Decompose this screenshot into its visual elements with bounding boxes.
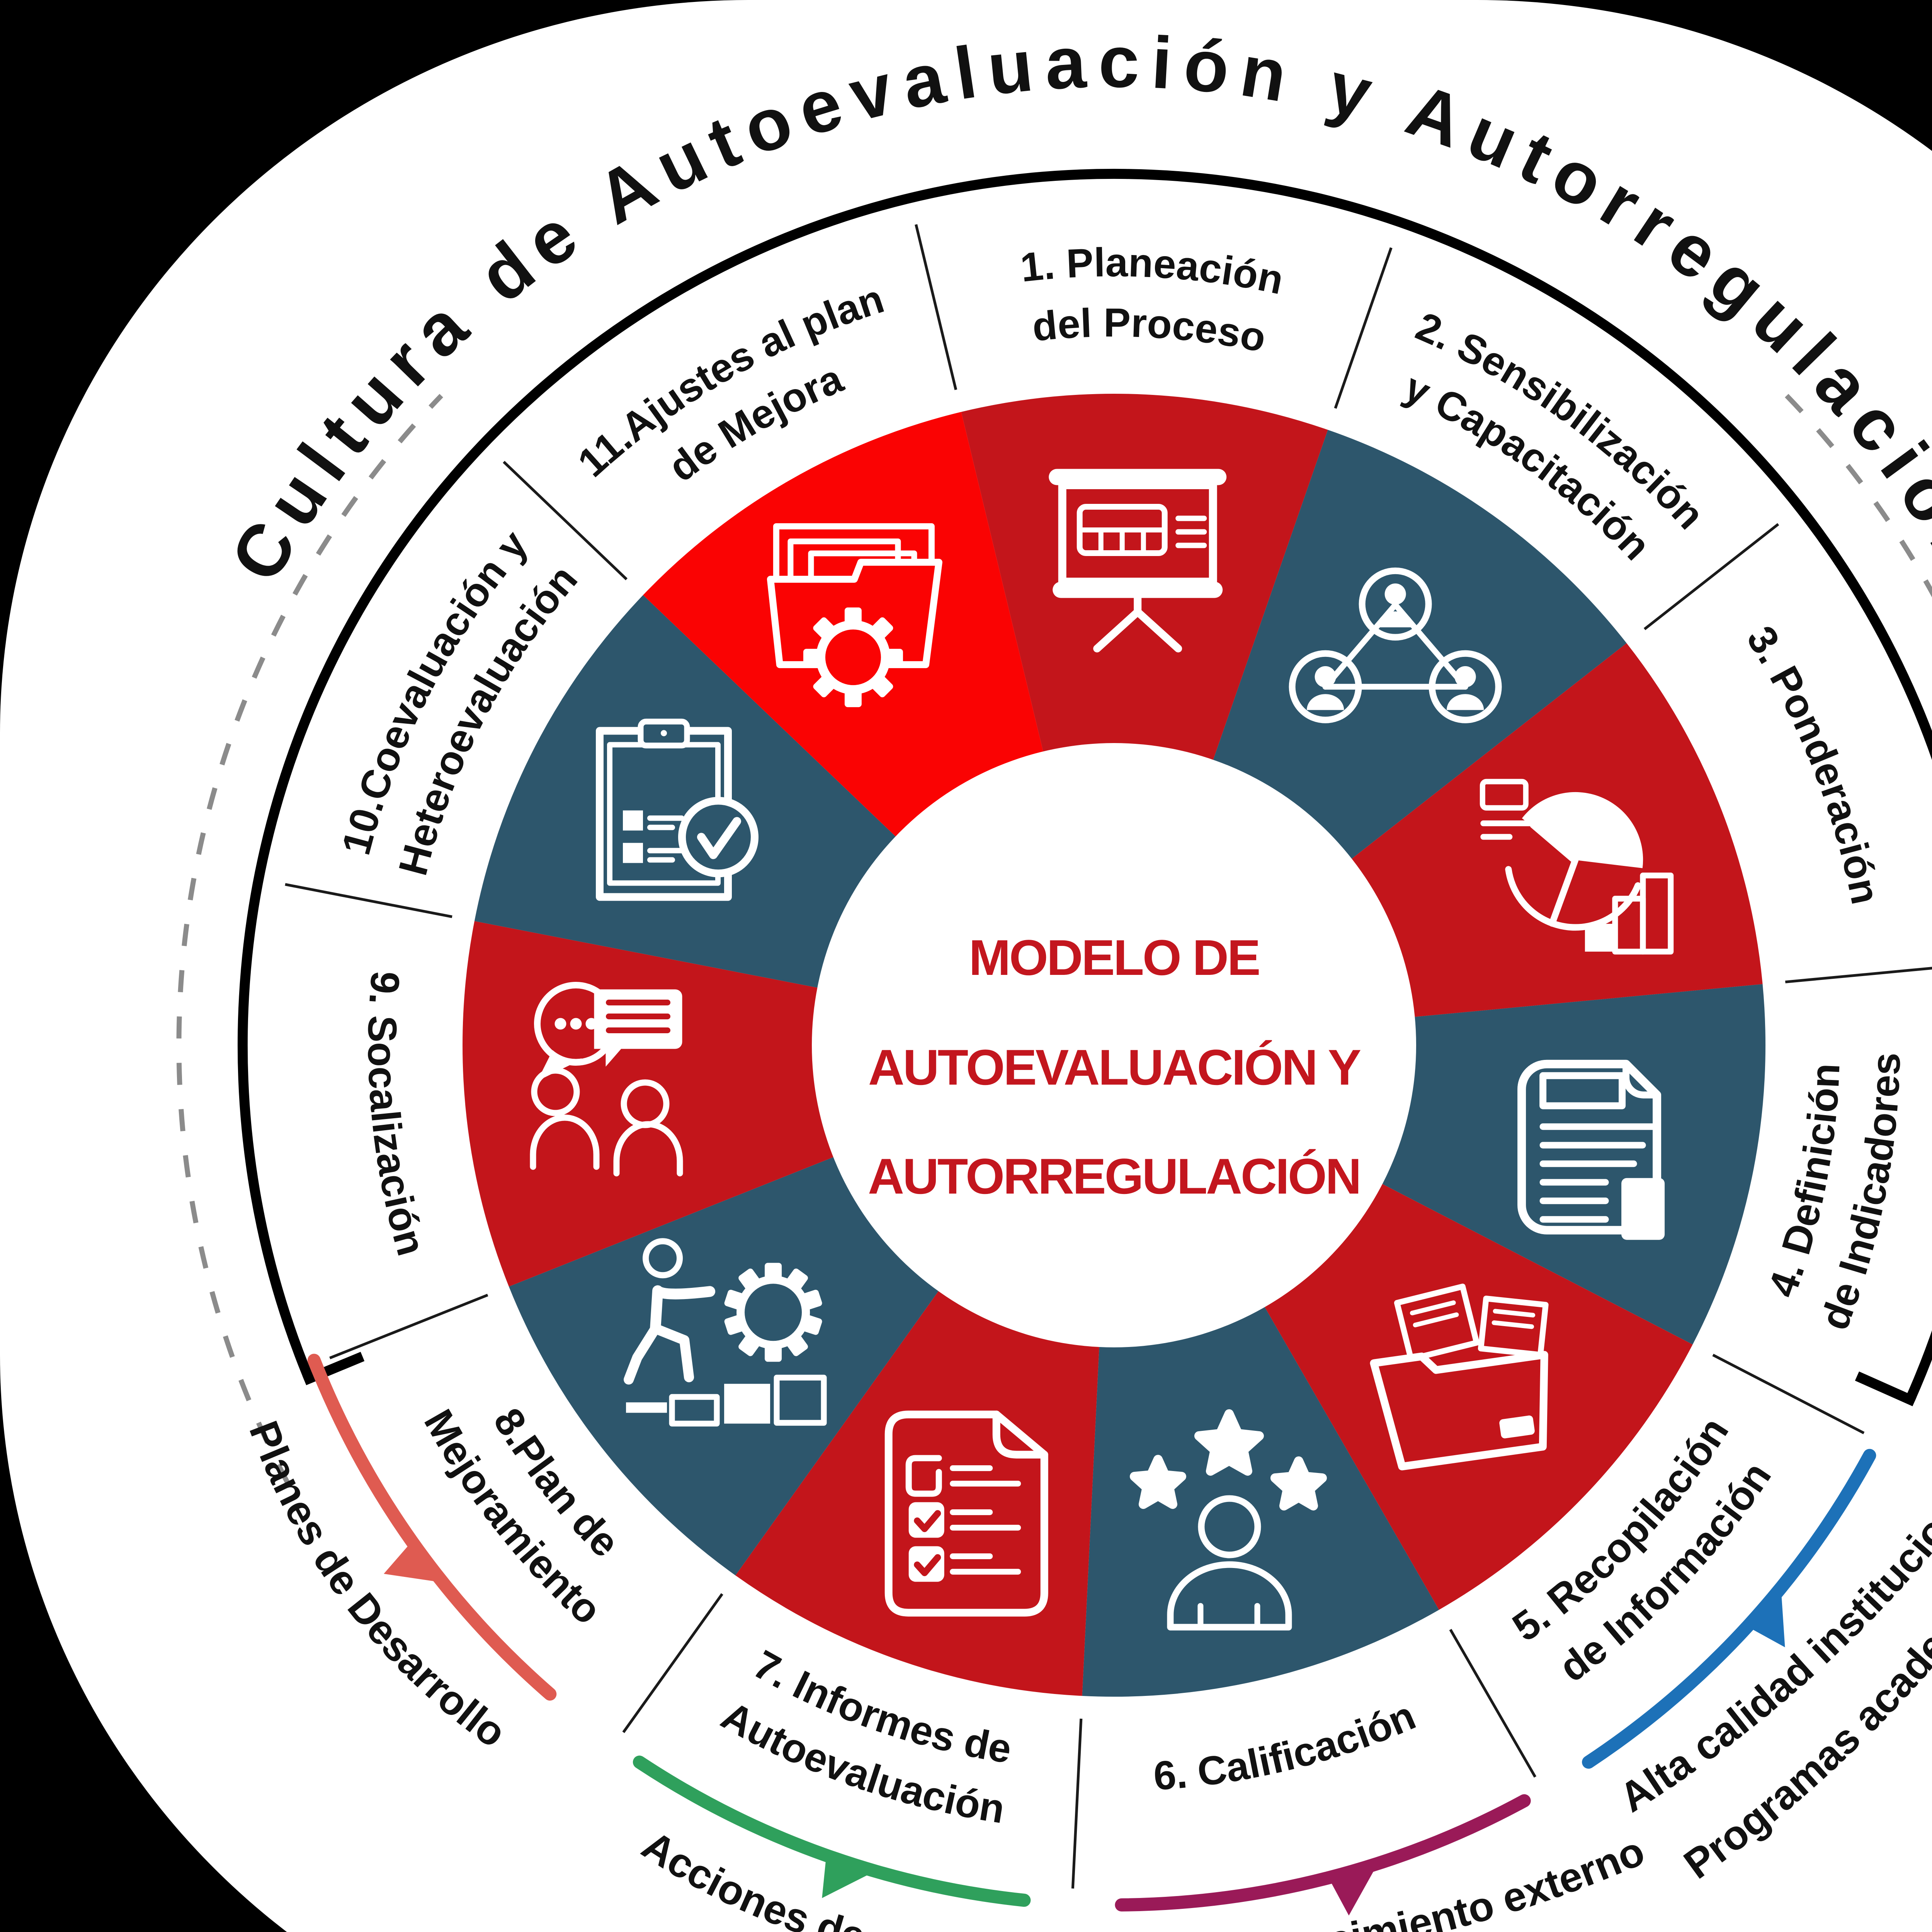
svg-text:AUTOEVALUACIÓN Y: AUTOEVALUACIÓN Y [868, 1039, 1361, 1095]
svg-text:AUTORREGULACIÓN: AUTORREGULACIÓN [868, 1148, 1360, 1204]
svg-text:MODELO DE: MODELO DE [969, 929, 1259, 986]
